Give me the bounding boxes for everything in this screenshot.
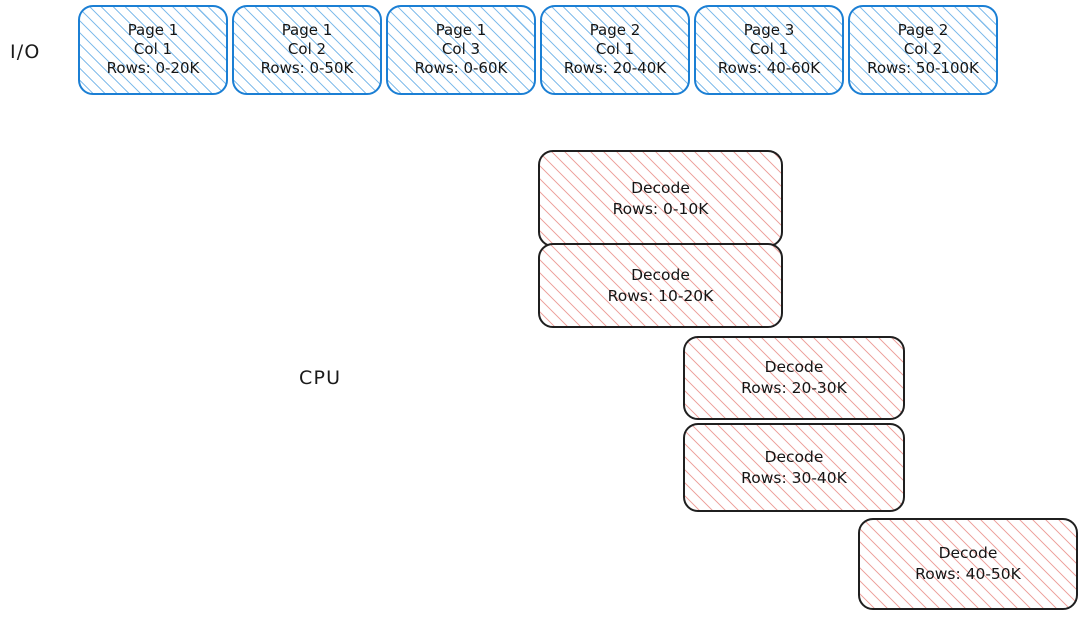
io-block-page: Page 2: [897, 20, 949, 39]
cpu-decode-block[interactable]: Decode Rows: 0-10K: [538, 150, 783, 247]
cpu-decode-block[interactable]: Decode Rows: 30-40K: [683, 423, 905, 512]
cpu-block-rows: Rows: 10-20K: [607, 286, 714, 305]
cpu-block-rows: Rows: 40-50K: [915, 565, 1021, 583]
cpu-block-op: Decode: [631, 178, 690, 197]
io-block[interactable]: Page 3 Col 1 Rows: 40-60K: [694, 5, 844, 95]
io-block-col: Col 1: [595, 39, 635, 58]
io-block-rows: Rows: 0-50K: [260, 59, 354, 78]
io-block-page: Page 3: [743, 20, 795, 39]
lane-label-cpu: CPU: [299, 367, 342, 389]
cpu-decode-block[interactable]: Decode Rows: 20-30K: [683, 336, 905, 420]
io-block[interactable]: Page 2 Col 2 Rows: 50-100K: [848, 5, 998, 95]
cpu-block-rows: Rows: 0-10K: [612, 199, 709, 218]
io-block-page: Page 2: [589, 20, 641, 39]
io-block-page: Page 1: [127, 20, 179, 39]
io-block-rows: Rows: 0-60K: [414, 59, 508, 78]
io-block-col: Col 2: [287, 39, 327, 58]
io-block-page: Page 1: [281, 20, 333, 39]
cpu-block-op: Decode: [631, 265, 690, 284]
io-block-rows: Rows: 20-40K: [563, 59, 667, 78]
io-block-col: Col 3: [441, 39, 481, 58]
io-block-col: Col 2: [903, 39, 943, 58]
io-block[interactable]: Page 1 Col 2 Rows: 0-50K: [232, 5, 382, 95]
io-block[interactable]: Page 1 Col 3 Rows: 0-60K: [386, 5, 536, 95]
lane-label-io: I/O: [10, 41, 41, 63]
cpu-block-rows: Rows: 30-40K: [741, 468, 847, 487]
cpu-decode-block[interactable]: Decode Rows: 40-50K: [858, 518, 1078, 610]
io-block-rows: Rows: 40-60K: [717, 59, 821, 78]
io-block-rows: Rows: 50-100K: [867, 59, 979, 78]
cpu-block-rows: Rows: 20-30K: [741, 379, 847, 397]
cpu-block-op: Decode: [938, 544, 998, 563]
io-block[interactable]: Page 1 Col 1 Rows: 0-20K: [78, 5, 228, 95]
io-block-col: Col 1: [749, 39, 789, 58]
io-block-rows: Rows: 0-20K: [106, 59, 200, 78]
io-block[interactable]: Page 2 Col 1 Rows: 20-40K: [540, 5, 690, 95]
cpu-block-op: Decode: [764, 447, 824, 466]
io-block-col: Col 1: [133, 39, 173, 58]
cpu-block-op: Decode: [764, 358, 824, 377]
cpu-decode-block[interactable]: Decode Rows: 10-20K: [538, 243, 783, 328]
io-block-page: Page 1: [435, 20, 487, 39]
